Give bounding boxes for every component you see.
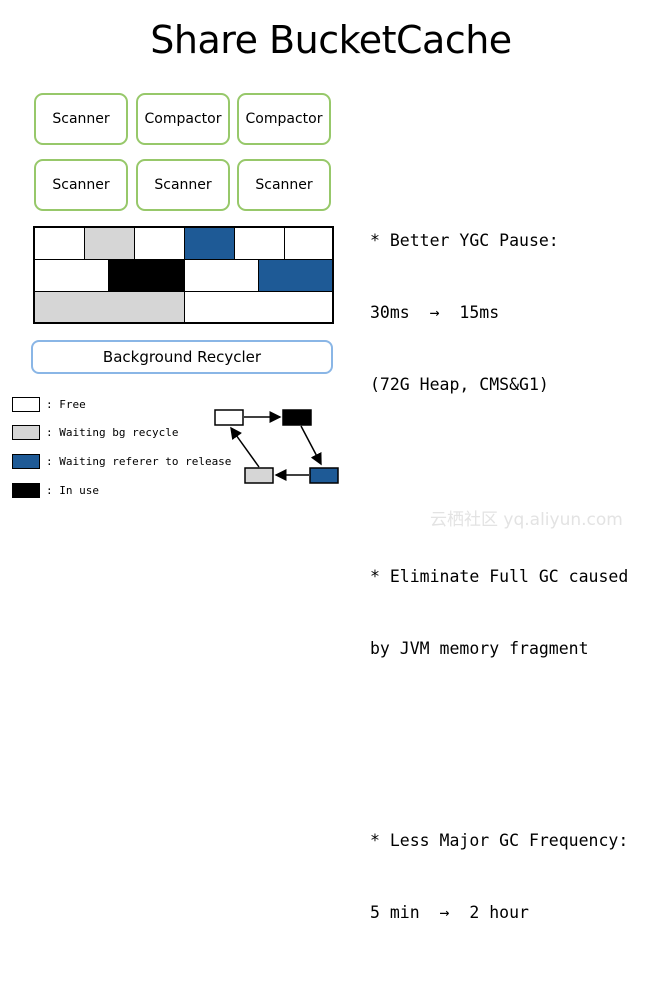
- note-line: * Less Major GC Frequency:: [370, 831, 629, 850]
- flow-state-waiting-referer: [309, 467, 339, 484]
- legend-label: : Waiting bg recycle: [46, 425, 179, 439]
- note-line: * Eliminate Full GC caused: [370, 567, 629, 586]
- bucket-cell: [259, 260, 332, 292]
- legend-item-waiting-referer: : Waiting referer to release: [12, 452, 231, 470]
- legend-label: : Free: [46, 397, 86, 411]
- flow-state-free: [214, 409, 244, 426]
- bucket-cell: [285, 228, 332, 260]
- note-line: 30ms → 15ms: [370, 303, 500, 322]
- flow-state-waiting-bg-recycle: [244, 467, 274, 484]
- state-cycle-diagram: [214, 409, 339, 484]
- bucket-cache-grid: [33, 226, 334, 324]
- page-title: Share BucketCache: [150, 18, 512, 62]
- legend-label: : Waiting referer to release: [46, 454, 232, 468]
- bucket-cell: [35, 292, 185, 322]
- legend-swatch: [12, 396, 40, 412]
- bucket-cell: [35, 260, 109, 292]
- worker-compactor: Compactor: [237, 93, 331, 145]
- flow-state-in-use: [282, 409, 312, 426]
- worker-compactor: Compactor: [136, 93, 230, 145]
- background-recycler: Background Recycler: [31, 340, 333, 374]
- legend-swatch: [12, 424, 40, 440]
- legend-swatch: [12, 482, 40, 498]
- worker-scanner: Scanner: [34, 93, 128, 145]
- note-line: by JVM memory fragment: [370, 639, 589, 658]
- bucket-cell: [135, 228, 185, 260]
- bucket-cell: [185, 260, 259, 292]
- bucket-cell: [185, 292, 332, 322]
- bucket-cell: [109, 260, 185, 292]
- bucket-cell: [85, 228, 135, 260]
- bucket-cell: [235, 228, 285, 260]
- bucket-cell: [185, 228, 235, 260]
- note-line: 5 min → 2 hour: [370, 903, 529, 922]
- note-line: (72G Heap, CMS&G1): [370, 375, 549, 394]
- worker-scanner: Scanner: [34, 159, 128, 211]
- note-line: * Better YGC Pause:: [370, 231, 559, 250]
- arrow-down-right-icon: [300, 425, 322, 466]
- arrow-up-left-icon: [230, 426, 260, 468]
- worker-scanner: Scanner: [237, 159, 331, 211]
- legend-item-waiting-bg-recycle: : Waiting bg recycle: [12, 423, 178, 441]
- worker-scanner: Scanner: [136, 159, 230, 211]
- legend-item-in-use: : In use: [12, 481, 99, 499]
- watermark: 云栖社区 yq.aliyun.com: [430, 510, 623, 530]
- legend-item-free: : Free: [12, 395, 86, 413]
- legend-swatch: [12, 453, 40, 469]
- bucket-cell: [35, 228, 85, 260]
- legend-label: : In use: [46, 483, 99, 497]
- notes-panel: * Better YGC Pause: 30ms → 15ms (72G Hea…: [370, 133, 628, 997]
